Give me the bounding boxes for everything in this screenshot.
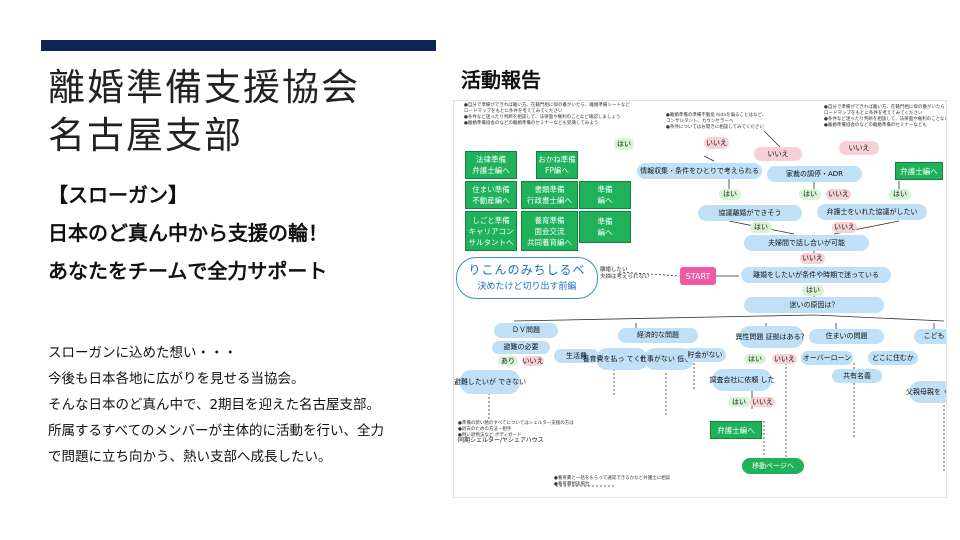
message-line: スローガンに込めた想い・・・ xyxy=(48,345,237,361)
green-box: 住まい準備 不動産編へ xyxy=(465,181,517,209)
flow-note: ●養育費と一括をもらって通常できるかなど弁護士に相談 ●養育費相談場合 xyxy=(554,476,671,487)
slogan-message: スローガンに込めた想い・・・ 今後も日本各地に広がりを見せる当協会。 そんな日本… xyxy=(48,340,384,470)
flow-node-decided: 離婚をしたいが条件や時期で迷っている xyxy=(741,267,891,283)
slogan-line1: 日本のど真ん中から支援の輪！ xyxy=(48,221,328,245)
message-line: 今後も日本各地に広がりを見せる当協会。 xyxy=(48,371,305,387)
message-line: 所属するすべてのメンバーが主体的に活動を行い、全力 xyxy=(48,423,385,439)
flow-node-where-live: どこに住むか xyxy=(868,351,918,365)
flow-note: ●自分で準備ができれば離い方、在籍門相に抑の番がいたら、離婚準備シートなど ロー… xyxy=(464,103,630,126)
flow-note: ●離婚準備の準備不動産 hidaを偏ることはなど、 コンサルタント、カウンセラー… xyxy=(666,113,767,130)
flow-note-shelter: 同期シェルター/ヤシェアハウス xyxy=(458,437,544,444)
green-box: 準備 編へ xyxy=(579,211,631,243)
flow-node-overloan: オーバーローン xyxy=(801,351,853,365)
flow-note: ●準備の新い勝のすべてについてはシェルター支援の方は ●退去のための方法・相手 … xyxy=(458,421,574,438)
flow-node-lawyer-bottom: 弁護士編へ xyxy=(710,421,762,439)
flow-node-lawyer-top: 弁護士編へ xyxy=(895,162,943,180)
flow-node-investigate: 調査会社に依頼 した xyxy=(709,369,775,391)
green-box: しごと準備 キャリアコン サルタントへ xyxy=(465,211,517,251)
yes-label: はい xyxy=(802,285,824,296)
yes-label: はい xyxy=(799,189,821,200)
flow-node-cannot-leave: 避難したいが できない xyxy=(454,370,526,394)
flow-note: ●自分で準備ができれば離い方、在籍門相に抑の番がいたら ロードマップをもとに条件… xyxy=(824,105,947,128)
no-label: いいえ xyxy=(704,137,729,149)
flowchart-title-sub: 決めたけど切り出す前編 xyxy=(477,282,577,292)
yes-label: はい xyxy=(614,138,634,150)
flow-node-couple-talk: 夫婦間で話し合いが可能 xyxy=(744,235,869,251)
no-label: いいえ xyxy=(826,189,851,200)
flow-node-mediation: 家裁の調停・ADR xyxy=(767,166,862,182)
no-label: いいえ xyxy=(772,354,797,364)
green-box: 準備 編へ xyxy=(579,181,631,209)
flow-node-dv: ＤＶ問題 xyxy=(494,323,558,338)
start-note: 離婚したい 夫婦は考えられない xyxy=(600,267,650,280)
no-label: いいえ xyxy=(522,356,544,366)
yes-label: はい xyxy=(889,189,911,200)
flowchart-image: ●自分で準備ができれば離い方、在籍門相に抑の番がいたら、離婚準備シートなど ロー… xyxy=(453,100,947,498)
green-box: 養育準備 面会交流 共同養育編へ xyxy=(521,211,578,251)
flow-node-living-cost: 生活費 xyxy=(554,349,599,363)
no-label: いいえ xyxy=(832,222,857,233)
accent-bar xyxy=(41,40,436,51)
flow-node-housing: 住まいの問題 xyxy=(809,329,884,344)
slogan-line2: あなたをチームで全力サポート xyxy=(48,259,328,283)
flow-node-evacuate: 避難の必要 xyxy=(492,341,550,354)
flow-node-economic: 経済的な問題 xyxy=(618,328,698,343)
start-node: START xyxy=(680,267,716,285)
report-heading: 活動報告 xyxy=(461,68,541,92)
no-label: いいえ xyxy=(750,397,775,407)
flow-node-info: 情報収集・条件をひとりで考えられる xyxy=(637,163,762,179)
flow-node-children: こども xyxy=(914,329,946,344)
org-title-line1: 離婚準備支援協会 xyxy=(48,66,360,109)
yes-label: はい xyxy=(728,397,750,407)
message-line: で問題に立ち向かう、熱い支部へ成長したい。 xyxy=(48,449,332,465)
green-box: 法律準備 弁護士編へ xyxy=(465,151,517,179)
flow-node-concern: 迷いの原因は？ xyxy=(744,297,884,313)
yes-label: はい xyxy=(719,189,741,200)
flow-node-no-job: 仕事がない 低収入 xyxy=(640,348,698,370)
org-title-line2: 名古屋支部 xyxy=(48,114,243,157)
flow-node-continue: 移動ページへ xyxy=(742,458,804,474)
org-title: 離婚準備支援協会 名古屋支部 xyxy=(48,64,360,160)
flow-node-lawyer-help: 弁護士をいれた協議がしたい xyxy=(817,204,927,220)
flowchart-title-main: りこんのみちしるべ xyxy=(468,263,586,277)
yes-label: はい xyxy=(744,354,766,364)
slogan: 【スローガン】 日本のど真ん中から支援の輪！ あなたをチームで全力サポート xyxy=(48,176,328,290)
no-label: いいえ xyxy=(800,253,825,264)
slogan-label: 【スローガン】 xyxy=(48,183,188,207)
yes-label: あり xyxy=(498,356,518,366)
green-box: 書類準備 行政書士編へ xyxy=(521,181,578,209)
no-label: いいえ xyxy=(754,147,802,161)
flow-node-no-savings: 貯金がない xyxy=(684,348,726,362)
flow-node-child-support: 養育費を払っ てくれるか xyxy=(583,348,662,370)
flowchart-title: りこんのみちしるべ 決めたけど切り出す前編 xyxy=(456,257,598,299)
flow-node-shared-name: 共有名義 xyxy=(832,369,882,383)
flow-node-infidelity: 異性問題 証拠はある？ xyxy=(735,326,808,348)
no-label: いいえ xyxy=(839,141,879,155)
message-line: そんな日本のど真ん中で、2期目を迎えた名古屋支部。 xyxy=(48,397,381,413)
flow-node-agreement: 協議離婚ができそう xyxy=(698,205,802,221)
yes-label: はい xyxy=(750,222,772,233)
flow-node-parental: 父親母親を くな xyxy=(906,381,946,403)
green-box: おかね準備 FP編へ xyxy=(536,151,578,179)
